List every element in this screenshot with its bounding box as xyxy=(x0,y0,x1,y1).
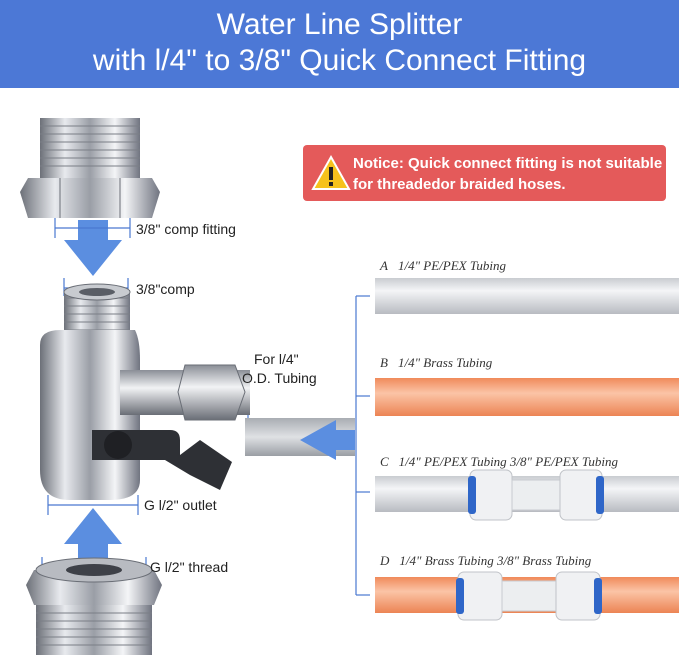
tube-label-d: D 1/4" Brass Tubing 3/8" Brass Tubing xyxy=(380,553,591,569)
label-comp: 3/8"comp xyxy=(136,281,195,297)
label-comp-fitting: 3/8" comp fitting xyxy=(136,221,236,237)
tube-label-b: B 1/4" Brass Tubing xyxy=(380,355,492,371)
notice-text-line-2: for threadedor braided hoses. xyxy=(353,176,566,193)
tube-d xyxy=(375,571,679,621)
tube-label-c: C 1/4" PE/PEX Tubing 3/8" PE/PEX Tubing xyxy=(380,454,618,470)
tube-letter-a: A xyxy=(380,258,388,273)
tube-text-d: 1/4" Brass Tubing 3/8" Brass Tubing xyxy=(399,553,592,568)
splitter-valve-body xyxy=(40,283,250,500)
tube-c xyxy=(375,469,679,521)
notice-text-line-1: Notice: Quick connect fitting is not sui… xyxy=(353,155,663,172)
title-banner: Water Line Splitter with l/4" to 3/8" Qu… xyxy=(0,0,679,88)
comp-fitting-nut xyxy=(20,118,160,218)
arrow-left xyxy=(300,420,355,460)
tube-b xyxy=(375,378,679,416)
tube-letter-c: C xyxy=(380,454,389,469)
tube-a xyxy=(375,278,679,314)
warning-icon xyxy=(311,154,351,190)
tube-text-c: 1/4" PE/PEX Tubing 3/8" PE/PEX Tubing xyxy=(398,454,618,469)
tube-label-a: A 1/4" PE/PEX Tubing xyxy=(380,258,506,274)
label-outlet: G l/2" outlet xyxy=(144,497,217,513)
title-line-2: with l/4" to 3/8" Quick Connect Fitting xyxy=(92,44,587,77)
label-od-tubing-2: O.D. Tubing xyxy=(242,370,317,386)
label-od-tubing-1: For l/4" xyxy=(254,351,299,367)
thread-fitting xyxy=(26,557,162,655)
notice-box: Notice: Quick connect fitting is not sui… xyxy=(303,145,666,201)
label-thread: G l/2" thread xyxy=(150,559,229,575)
od-tubing xyxy=(245,418,355,456)
title-line-1: Water Line Splitter xyxy=(216,8,463,41)
arrow-up xyxy=(64,508,122,560)
tube-text-b: 1/4" Brass Tubing xyxy=(397,355,493,370)
tube-text-a: 1/4" PE/PEX Tubing xyxy=(397,258,506,273)
arrow-down xyxy=(64,220,122,276)
tube-letter-d: D xyxy=(380,553,390,568)
tube-letter-b: B xyxy=(380,355,388,370)
